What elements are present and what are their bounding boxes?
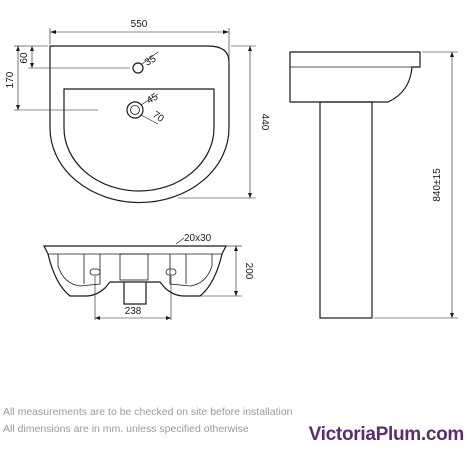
underside-outline <box>43 245 227 297</box>
dimension-overall-height: 840±15 <box>374 51 458 319</box>
dimension-top-width: 550 <box>49 19 230 60</box>
dimension-bracket-height: 200 <box>200 245 254 297</box>
dimension-rear-depth: 170 <box>5 45 98 111</box>
basin-top-view <box>49 45 230 204</box>
dim-label-overall-height: 840±15 <box>432 168 443 202</box>
tap-hole <box>132 62 144 74</box>
fixing-slot-right <box>165 268 177 276</box>
leader-waste-hole: 45 70 <box>140 91 166 125</box>
dim-label-20x30: 20x30 <box>184 233 212 244</box>
brand-logo: VictoriaPlum.com <box>308 424 465 445</box>
dim-label-60: 60 <box>19 52 30 64</box>
center-pocket <box>119 253 149 281</box>
dimension-tap-offset: 60 <box>19 45 130 69</box>
dim-label-550: 550 <box>131 19 148 30</box>
dim-label-170: 170 <box>5 71 16 88</box>
dim-label-238: 238 <box>125 306 142 317</box>
waste-hole-outer <box>126 101 144 119</box>
bracket-pocket-right <box>169 254 213 287</box>
note-dimensions-units: All dimensions are in mm. unless specifi… <box>3 423 249 435</box>
side-basin-outline <box>289 51 421 103</box>
basin-inner-bowl <box>63 88 215 192</box>
dimension-bracket-spacing: 238 <box>94 276 172 320</box>
pedestal-column <box>319 101 373 319</box>
waste-outlet <box>123 282 147 305</box>
note-measurements: All measurements are to be checked on si… <box>3 406 293 418</box>
pedestal-side-view <box>289 51 421 319</box>
bracket-pocket-left <box>57 254 101 287</box>
fixing-slot-left <box>89 268 101 276</box>
dim-label-200: 200 <box>243 263 254 280</box>
leader-tap-hole: 35 <box>141 51 159 69</box>
waste-hole-inner <box>130 105 140 115</box>
dim-label-70: 70 <box>150 109 166 125</box>
basin-underside-view <box>43 245 227 305</box>
basin-outer-outline <box>49 45 230 204</box>
dimension-basin-depth: 440 <box>178 45 270 199</box>
dim-label-35: 35 <box>143 53 159 68</box>
dim-label-440: 440 <box>259 114 270 131</box>
leader-bracket-size: 20x30 <box>175 233 212 245</box>
dim-label-45: 45 <box>145 91 161 106</box>
